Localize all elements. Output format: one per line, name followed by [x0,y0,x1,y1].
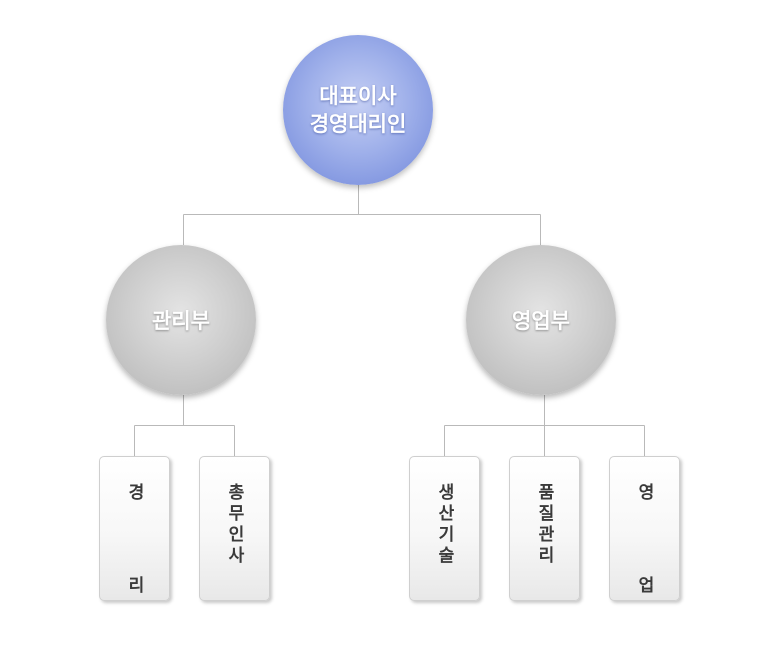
team-label: 총무인사 [224,483,244,567]
team-label: 품질관리 [534,483,554,567]
team-card-sales: 영 업 [609,456,680,601]
team-card-accounting: 경 리 [99,456,170,601]
team-label: 생산기술 [434,483,454,567]
team-card-production-tech: 생산기술 [409,456,480,601]
dept-label: 영업부 [512,309,570,333]
dept-label: 관리부 [152,309,210,333]
team-label: 경 리 [124,483,144,597]
team-label: 영 업 [634,483,654,597]
dept-node-sales: 영업부 [466,245,616,395]
team-card-general-affairs: 총무인사 [199,456,270,601]
team-card-quality: 품질관리 [509,456,580,601]
ceo-node: 대표이사 경영대리인 [283,35,433,185]
ceo-subtitle: 경영대리인 [309,112,407,136]
ceo-title: 대표이사 [319,84,397,108]
dept-node-admin: 관리부 [106,245,256,395]
